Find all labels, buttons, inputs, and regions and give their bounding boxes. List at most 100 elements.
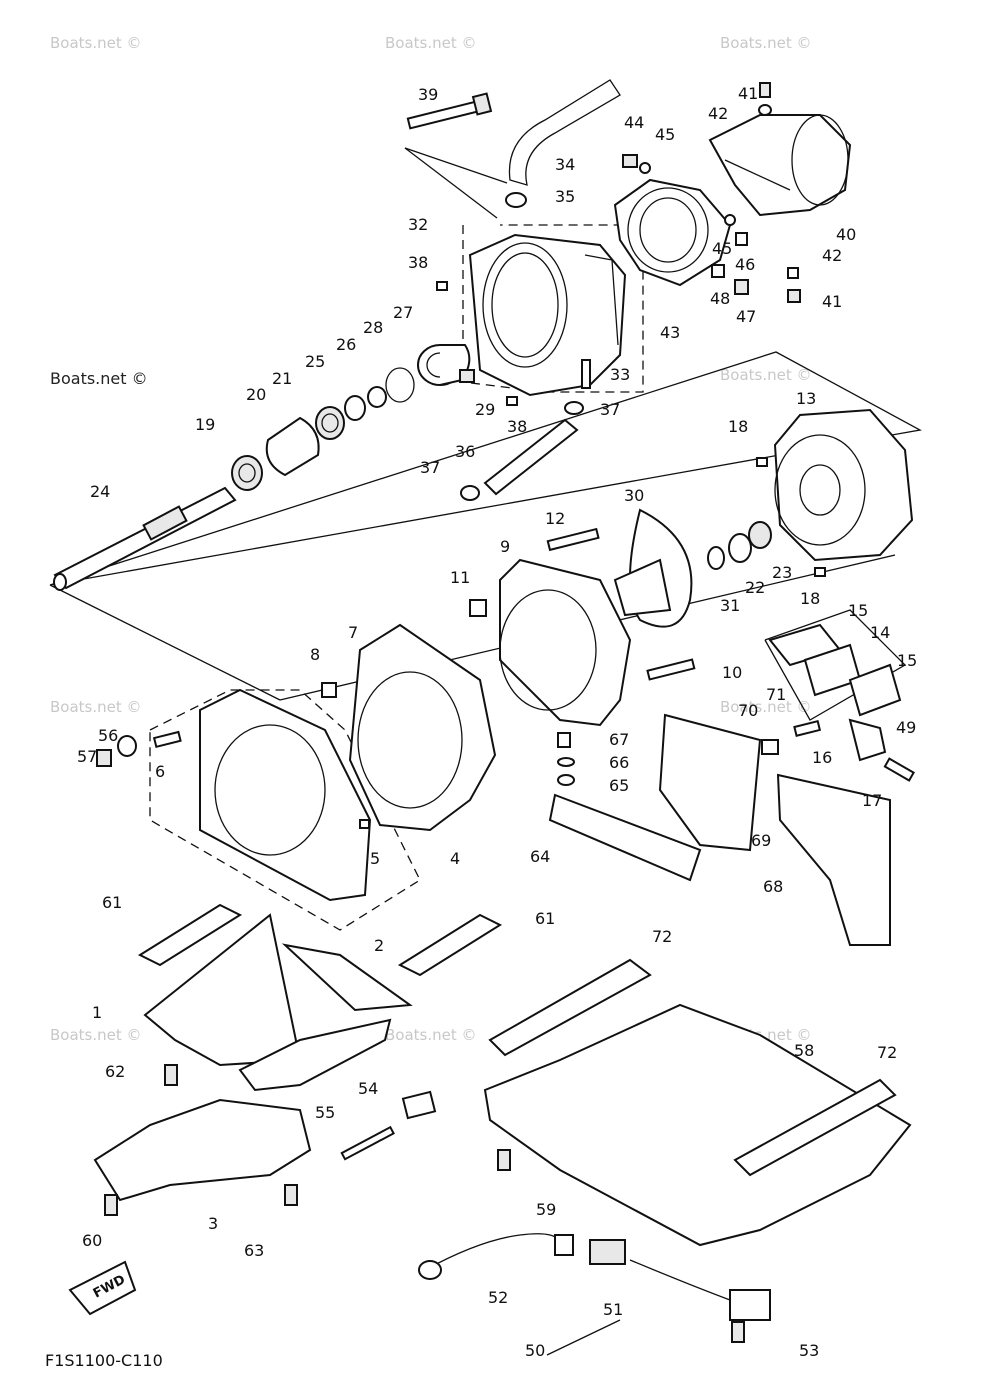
callout-number: 37	[600, 400, 620, 419]
callout-number: 70	[738, 701, 758, 720]
callout-number: 46	[735, 255, 755, 274]
impeller-housing	[469, 408, 914, 727]
callout-number: 38	[507, 417, 527, 436]
callout-number: 69	[751, 831, 771, 850]
callout-number: 4	[450, 849, 460, 868]
callout-number: 67	[609, 730, 629, 749]
callout-number: 50	[525, 1341, 545, 1360]
watermark: Boats.net ©	[385, 34, 477, 52]
callout-number: 9	[500, 537, 510, 556]
callout-number: 52	[488, 1288, 508, 1307]
bolt-39	[406, 92, 493, 130]
upper-assembly	[53, 79, 627, 591]
drawing-code: F1S1100-C110	[45, 1351, 163, 1370]
callout-number: 13	[796, 389, 816, 408]
callout-number: 60	[82, 1231, 102, 1250]
callout-number: 40	[836, 225, 856, 244]
callout-number: 3	[208, 1214, 218, 1233]
callout-number: 38	[408, 253, 428, 272]
callout-number: 25	[305, 352, 325, 371]
callout-number: 44	[624, 113, 644, 132]
callout-number: 61	[102, 893, 122, 912]
housing-13	[773, 408, 914, 562]
callout-number: 61	[535, 909, 555, 928]
callout-number: 56	[98, 726, 118, 745]
callout-number: 42	[708, 104, 728, 123]
callout-labels: 3934353238272826252120192429383337363744…	[77, 84, 917, 1360]
callout-number: 6	[155, 762, 165, 781]
callout-number: 23	[772, 563, 792, 582]
callout-number: 29	[475, 400, 495, 419]
callout-number: 43	[660, 323, 680, 342]
watermark-dark: Boats.net ©	[50, 369, 148, 388]
callout-number: 15	[848, 601, 868, 620]
callout-number: 16	[812, 748, 832, 767]
callout-number: 53	[799, 1341, 819, 1360]
callout-number: 10	[722, 663, 742, 682]
plate-61-right	[397, 913, 503, 977]
callout-number: 57	[77, 747, 97, 766]
plate-58	[483, 1003, 912, 1247]
callout-number: 37	[420, 458, 440, 477]
part-2b	[238, 1018, 392, 1092]
callout-number: 39	[418, 85, 438, 104]
duct-9	[499, 558, 632, 727]
callout-number: 59	[536, 1200, 556, 1219]
callout-number: 34	[555, 155, 575, 174]
callout-number: 31	[720, 596, 740, 615]
callout-number: 15	[897, 651, 917, 670]
watermark: Boats.net ©	[720, 34, 812, 52]
callout-number: 5	[370, 849, 380, 868]
callout-number: 72	[652, 927, 672, 946]
callout-number: 62	[105, 1062, 125, 1081]
callout-number: 1	[92, 1003, 102, 1022]
intake-assembly	[96, 623, 497, 902]
watermark: Boats.net ©	[385, 1026, 477, 1044]
watermark: Boats.net ©	[720, 366, 812, 384]
brackets	[548, 623, 915, 946]
callout-number: 18	[800, 589, 820, 608]
callout-number: 30	[624, 486, 644, 505]
callout-number: 28	[363, 318, 383, 337]
callout-number: 49	[896, 718, 916, 737]
callout-number: 41	[822, 292, 842, 311]
watermark: Boats.net ©	[50, 698, 142, 716]
callout-number: 2	[374, 936, 384, 955]
callout-number: 24	[90, 482, 110, 501]
watermark: Boats.net ©	[50, 1026, 142, 1044]
callout-number: 63	[244, 1241, 264, 1260]
callout-number: 64	[530, 847, 550, 866]
watermark: Boats.net ©	[720, 698, 812, 716]
callout-number: 68	[763, 877, 783, 896]
watermarks: Boats.net © Boats.net © Boats.net © Boat…	[50, 34, 812, 1044]
forward-arrow: FWD	[68, 1260, 137, 1316]
callout-number: 33	[610, 365, 630, 384]
nozzle-assembly	[613, 82, 852, 303]
callout-number: 12	[545, 509, 565, 528]
callout-number: 22	[745, 578, 765, 597]
callout-number: 35	[555, 187, 575, 206]
callout-number: 17	[862, 791, 882, 810]
callout-number: 21	[272, 369, 292, 388]
callout-number: 42	[822, 246, 842, 265]
callout-number: 47	[736, 307, 756, 326]
nozzle-43	[613, 178, 732, 287]
drive-shaft-24	[53, 486, 237, 591]
callout-number: 66	[609, 753, 629, 772]
callout-number: 27	[393, 303, 413, 322]
part-2	[281, 943, 413, 1012]
callout-number: 26	[336, 335, 356, 354]
callout-number: 72	[877, 1043, 897, 1062]
callout-number: 54	[358, 1079, 378, 1098]
plate-4	[199, 688, 372, 902]
callout-number: 36	[455, 442, 475, 461]
callout-number: 51	[603, 1300, 623, 1319]
plate-72-right	[733, 1078, 897, 1177]
deflector-40	[708, 114, 852, 217]
watermark: Boats.net ©	[50, 34, 142, 52]
callout-number: 32	[408, 215, 428, 234]
callout-number: 45	[655, 125, 675, 144]
callout-number: 45	[712, 239, 732, 258]
callout-number: 65	[609, 776, 629, 795]
